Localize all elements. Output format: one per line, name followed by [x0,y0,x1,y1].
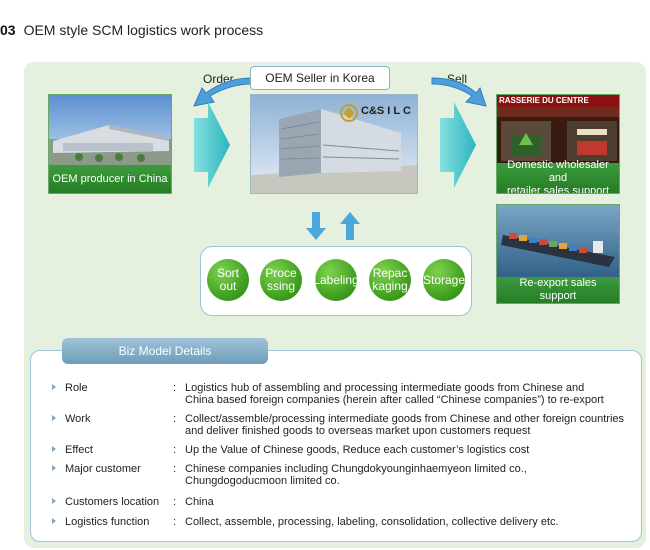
seller-title: OEM Seller in Korea [265,71,375,85]
detail-value: Collect, assemble, processing, labeling,… [185,516,640,528]
detail-value: Chinese companies including Chungdokyoun… [185,463,640,487]
exchange-arrows-icon [306,212,360,240]
section-title: OEM style SCM logistics work process [23,22,264,38]
operation-label: Proce [265,266,297,280]
detail-value-line: Chinese companies including Chungdokyoun… [185,463,527,475]
domestic-caption-line: Domestic wholesaler and [507,158,609,184]
container-ship-photo [497,205,619,279]
detail-label: Major customer [65,463,141,475]
store-sign-text: RASSERIE DU CENTRE [499,96,589,105]
detail-value-line: Collect/assemble/processing intermediate… [185,413,625,425]
operation-labeling: Labeling [313,259,359,301]
warehouse-photo [251,95,417,193]
detail-value: Logistics hub of assembling and processi… [185,382,640,406]
biz-model-details-tab[interactable]: Biz Model Details [62,338,268,364]
flow-arrow-right-icon [440,102,476,188]
operation-label: kaging [372,279,408,293]
detail-colon: : [173,413,177,425]
section-number: 03 [0,22,16,38]
order-arrow-icon [193,77,253,107]
operation-label: Repac [372,266,408,280]
domestic-caption: Domestic wholesaler and retailer sales s… [497,159,619,194]
flow-arrow-left-icon [194,102,230,188]
reexport-caption: Re-export sales support [497,277,619,303]
factory-photo [49,95,171,167]
seller-title-box: OEM Seller in Korea [250,66,390,90]
detail-value: Up the Value of Chinese goods, Reduce ea… [185,444,640,456]
domestic-caption-line: retailer sales support [506,184,610,194]
detail-label: Role [65,382,88,394]
operation-label: Labeling [313,272,359,287]
operation-label: Storage [422,272,466,287]
bullet-icon [52,384,56,390]
detail-value-line: Up the Value of Chinese goods, Reduce ea… [185,444,530,456]
detail-value: China [185,496,640,508]
detail-value-line: Collect, assemble, processing, labeling,… [185,516,559,528]
operation-sort-out: Sort out [207,259,249,301]
sell-arrow-icon [431,77,487,107]
detail-value-line: Chungdogoducmoon limited co. [185,475,340,487]
detail-label: Logistics function [65,516,150,528]
detail-value-line: China [185,496,214,508]
bullet-icon [52,415,56,421]
producer-caption: OEM producer in China [49,165,171,193]
operation-label: ssing [266,279,295,293]
detail-label: Customers location [65,496,160,508]
detail-label: Effect [65,444,93,456]
detail-colon: : [173,516,177,528]
detail-value-line: and deliver finished goods to overseas m… [185,425,531,437]
bullet-icon [52,446,56,452]
detail-colon: : [173,444,177,456]
seller-warehouse-card: C&S I L C [250,94,418,194]
operation-storage: Storage [423,259,465,301]
detail-value-line: China based foreign companies (herein af… [185,394,604,406]
seller-logo-text: C&S I L C [361,105,411,117]
bullet-icon [52,498,56,504]
domestic-card: RASSERIE DU CENTRE Domestic wholesaler a… [496,94,620,194]
producer-card: OEM producer in China [48,94,172,194]
detail-colon: : [173,463,177,475]
reexport-card: Re-export sales support [496,204,620,304]
bullet-icon [52,518,56,524]
detail-colon: : [173,382,177,394]
operation-label: Sort out [216,266,239,293]
detail-value-line: Logistics hub of assembling and processi… [185,382,585,394]
detail-label: Work [65,413,91,425]
bullet-icon [52,465,56,471]
biz-model-details-box [30,350,642,542]
detail-value: Collect/assemble/processing intermediate… [185,413,640,437]
detail-colon: : [173,496,177,508]
storefront-photo [497,95,619,165]
section-heading: 03 OEM style SCM logistics work process [0,22,263,38]
